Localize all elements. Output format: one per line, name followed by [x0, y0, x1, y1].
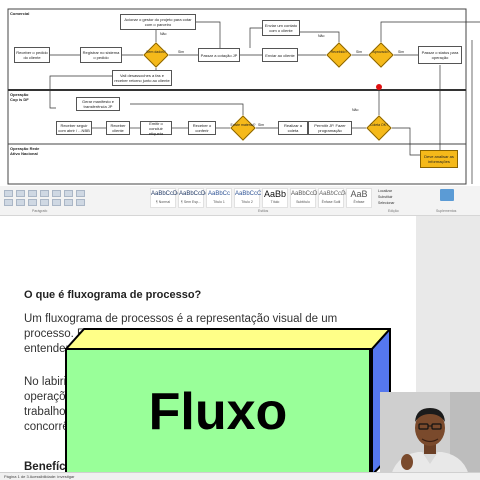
edge-label-yes: Sim — [258, 123, 265, 127]
flow-node: Receber cliente — [106, 121, 130, 135]
shading-icon[interactable] — [64, 199, 73, 206]
presenter-figure — [380, 392, 480, 480]
numbering-icon[interactable] — [16, 190, 25, 197]
presenter-webcam — [380, 392, 480, 480]
editing-group: Localizar Substituir Selecionar — [378, 188, 412, 206]
box-front-face: Fluxo — [65, 348, 371, 476]
flow-node: Emitir o concluir etiqueta — [140, 121, 172, 136]
document-line: concorrê — [24, 421, 69, 433]
flow-node: Deve analisar as informações — [420, 150, 458, 168]
replace-button[interactable]: Substituir — [378, 195, 393, 199]
document-line: Um fluxograma de processos é a represent… — [24, 313, 338, 325]
decrease-indent-icon[interactable] — [40, 190, 49, 197]
flow-node: Enviar ao cliente — [262, 48, 298, 62]
sort-icon[interactable] — [64, 190, 73, 197]
align-right-icon[interactable] — [28, 199, 37, 206]
flow-decision: Coleta OK? — [366, 115, 392, 141]
flow-node: Realizar a coleta — [278, 121, 308, 135]
increase-indent-icon[interactable] — [52, 190, 61, 197]
flowchart-image: Comercial Operação Cop is DF Operação Re… — [0, 0, 480, 186]
status-bar: Página 1 de 3 Acessibilidade: investigar — [0, 472, 480, 480]
pilcrow-icon[interactable] — [76, 190, 85, 197]
flow-node: Enviar um contato com o cliente — [262, 20, 300, 36]
document-line: trabalho — [24, 406, 66, 418]
lane-label-operacao-rede: Operação Rede Ativo Nacional — [10, 146, 40, 156]
align-left-icon[interactable] — [4, 199, 13, 206]
flow-node: Passar o status para operação — [418, 46, 462, 64]
document-heading: O que é fluxograma de processo? — [24, 289, 202, 301]
flowchart-lines — [7, 8, 480, 185]
document-line: No labirin — [24, 376, 73, 388]
flow-decision: Aprovado? — [368, 42, 394, 68]
style-no-spacing[interactable]: AaBbCcDd¶ Sem Esp... — [178, 188, 209, 208]
flow-node: Gerar manifesto e transferência JP — [76, 97, 120, 111]
align-center-icon[interactable] — [16, 199, 25, 206]
ribbon-group-label: Edição — [388, 209, 399, 213]
flow-node: Permitir JP. Fazer programação — [308, 121, 352, 135]
flow-node: Receber o conferir — [188, 121, 216, 135]
document-heading: Benefíci — [24, 461, 69, 473]
ribbon-group-label: Parágrafo — [32, 209, 48, 213]
edge-label-yes: Sim — [398, 50, 405, 54]
add-ins-icon[interactable] — [440, 189, 454, 201]
document-line: operaçõe — [24, 391, 72, 403]
word-ribbon: Parágrafo AaBbCcDd¶ Normal AaBbCcDd¶ Sem… — [0, 186, 480, 216]
flow-node: Vali desassoches a fas e receber retorno… — [112, 70, 172, 86]
document-line: entender — [24, 343, 70, 355]
bullets-icon[interactable] — [4, 190, 13, 197]
ribbon-group-label: Estilos — [258, 209, 269, 213]
edge-label-yes: Sim — [356, 50, 363, 54]
multilevel-list-icon[interactable] — [28, 190, 37, 197]
style-normal[interactable]: AaBbCcDd¶ Normal — [150, 188, 181, 208]
edge-label-no: Não — [352, 108, 359, 112]
flow-node: Registrar no sistema o pedido — [80, 47, 122, 63]
edge-label-no: Não — [160, 32, 167, 36]
status-text: Página 1 de 3 Acessibilidade: investigar — [4, 474, 75, 479]
flow-node: Passar a cotação JP — [198, 48, 240, 62]
ribbon-group-label: Suplementos — [436, 209, 457, 213]
edge-label-no: Não — [318, 34, 325, 38]
select-button[interactable]: Selecionar — [378, 201, 395, 205]
flow-decision: Sem dados? — [143, 42, 169, 68]
flow-decision: Existe material? — [230, 115, 256, 141]
borders-icon[interactable] — [76, 199, 85, 206]
flow-node: Receber o pedido do cliente — [14, 47, 50, 63]
line-spacing-icon[interactable] — [52, 199, 61, 206]
overlay-title: Fluxo — [148, 383, 288, 441]
flow-node: Acionar o gestor do projeto para cotar c… — [120, 14, 196, 30]
title-overlay-box: Fluxo — [65, 328, 391, 476]
edge-label-yes: Sim — [178, 50, 185, 54]
justify-icon[interactable] — [40, 199, 49, 206]
find-button[interactable]: Localizar — [378, 189, 393, 193]
flow-decision: Recebido? — [326, 42, 352, 68]
flow-node: Receber seguir com abrir / ...NBB — [56, 121, 92, 135]
lane-label-comercial: Comercial — [10, 11, 30, 16]
lane-label-operacao: Operação Cop is DF — [10, 92, 29, 102]
